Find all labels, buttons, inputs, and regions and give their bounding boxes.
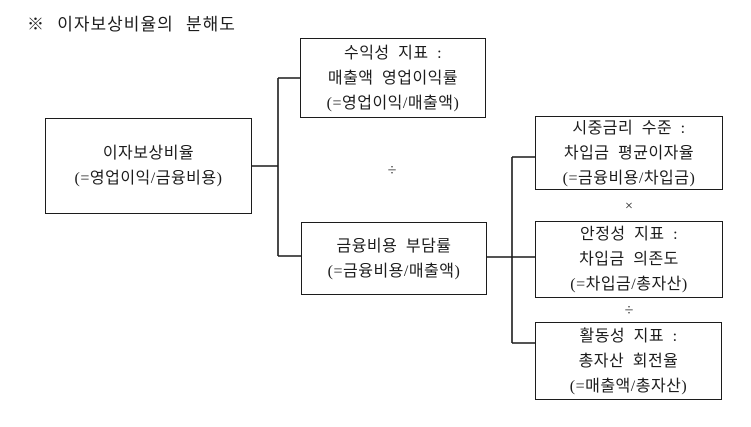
diagram-title: ※ 이자보상비율의 분해도 [27,15,236,34]
divide-operator-top: ÷ [387,162,397,179]
box-interest-coverage-ratio: 이자보상비율 (=영업이익/금융비용) [45,118,252,214]
box-market-interest-rate-heading: 시중금리 수준 : [572,119,686,137]
box-profitability-formula: (=영업이익/매출액) [326,94,460,112]
box-market-interest-rate-label: 차입금 평균이자율 [563,144,695,162]
box-interest-coverage-ratio-formula: (=영업이익/금융비용) [74,170,223,187]
box-market-interest-rate-formula: (=금융비용/차입금) [562,169,696,187]
box-finance-cost-burden: 금융비용 부담률 (=금융비용/매출액) [301,222,487,295]
box-stability-indicator: 안정성 지표 : 차입금 의존도 (=차입금/총자산) [535,221,723,298]
box-activity-formula: (=매출액/총자산) [569,377,688,395]
box-finance-cost-burden-formula: (=금융비용/매출액) [327,262,461,280]
box-activity-label: 총자산 회전율 [578,352,679,370]
box-market-interest-rate: 시중금리 수준 : 차입금 평균이자율 (=금융비용/차입금) [535,116,723,190]
box-profitability-heading: 수익성 지표 : [343,44,443,62]
box-activity-heading: 활동성 지표 : [579,327,678,345]
box-stability-label: 차입금 의존도 [579,251,679,268]
box-interest-coverage-ratio-label: 이자보상비율 [102,145,195,162]
box-profitability-indicator: 수익성 지표 : 매출액 영업이익률 (=영업이익/매출액) [300,38,486,118]
box-finance-cost-burden-label: 금융비용 부담률 [336,237,452,255]
divide-operator-bottom: ÷ [624,302,634,319]
multiply-operator: × [625,199,633,214]
box-profitability-label: 매출액 영업이익률 [327,69,459,87]
box-stability-formula: (=차입금/총자산) [570,276,688,293]
box-stability-heading: 안정성 지표 : [579,226,679,243]
box-activity-indicator: 활동성 지표 : 총자산 회전율 (=매출액/총자산) [535,322,722,400]
